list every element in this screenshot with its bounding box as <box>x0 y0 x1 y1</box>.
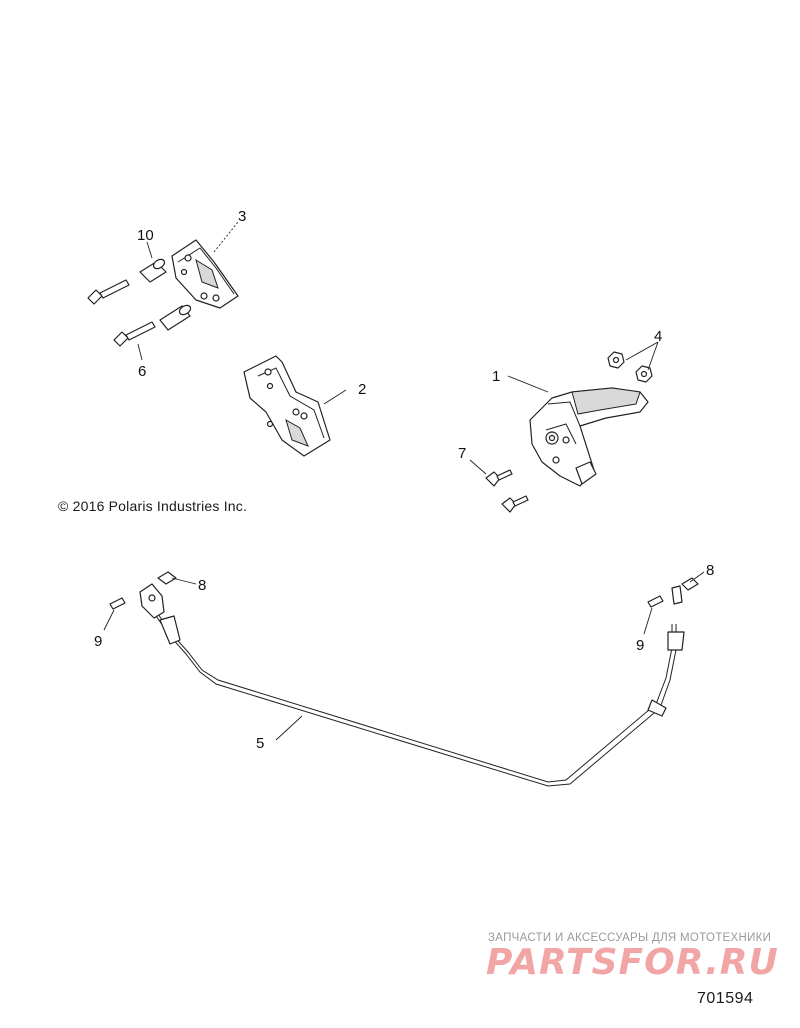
leader-5 <box>275 715 303 741</box>
part-8-clip-left <box>157 571 177 585</box>
part-9-pin-right <box>647 595 664 608</box>
callout-9-right: 9 <box>636 637 644 654</box>
callout-7: 7 <box>458 445 466 462</box>
callout-8-right: 8 <box>706 562 714 579</box>
part-7-bolt-lower <box>501 495 529 513</box>
callout-2: 2 <box>358 381 366 398</box>
leader-7 <box>469 459 487 475</box>
part-2-plate <box>243 355 331 457</box>
part-3-bracket <box>171 221 239 309</box>
leader-9-right <box>643 607 653 635</box>
leader-10 <box>146 241 153 259</box>
callout-1: 1 <box>492 368 500 385</box>
part-9-pin-left <box>109 597 126 610</box>
watermark-tagline: ЗАПЧАСТИ И АКСЕССУАРЫ ДЛЯ МОТОТЕХНИКИ <box>488 932 772 944</box>
part-7-bolt-upper <box>485 469 513 487</box>
callout-10: 10 <box>137 227 154 244</box>
leader-2 <box>323 389 347 405</box>
part-5-cable <box>139 583 685 787</box>
part-4-nut-right <box>635 365 653 383</box>
copyright-text: © 2016 Polaris Industries Inc. <box>58 498 248 514</box>
callout-6: 6 <box>138 363 146 380</box>
leader-4 <box>625 341 659 371</box>
callout-8-left: 8 <box>198 577 206 594</box>
callout-4: 4 <box>654 328 662 345</box>
callout-5: 5 <box>256 735 264 752</box>
part-10-spacer-upper <box>139 258 167 283</box>
watermark-brand-logo: PARTSFOR.RU <box>486 942 779 983</box>
callout-3: 3 <box>238 208 246 225</box>
part-6-bolt-lower <box>113 321 156 347</box>
part-8-clip-right <box>681 577 699 591</box>
leader-8-right <box>689 571 705 583</box>
diagram-id: 701594 <box>697 990 754 1007</box>
part-1-brake-lever <box>529 387 649 487</box>
leader-1 <box>507 375 549 393</box>
callout-9-left: 9 <box>94 633 102 650</box>
leader-6 <box>137 343 143 361</box>
leader-9-left <box>103 609 115 631</box>
part-10-spacer-lower <box>159 304 192 331</box>
part-4-nut-left <box>607 351 625 369</box>
part-6-bolt-upper <box>87 279 130 305</box>
leader-8-left <box>171 577 197 585</box>
